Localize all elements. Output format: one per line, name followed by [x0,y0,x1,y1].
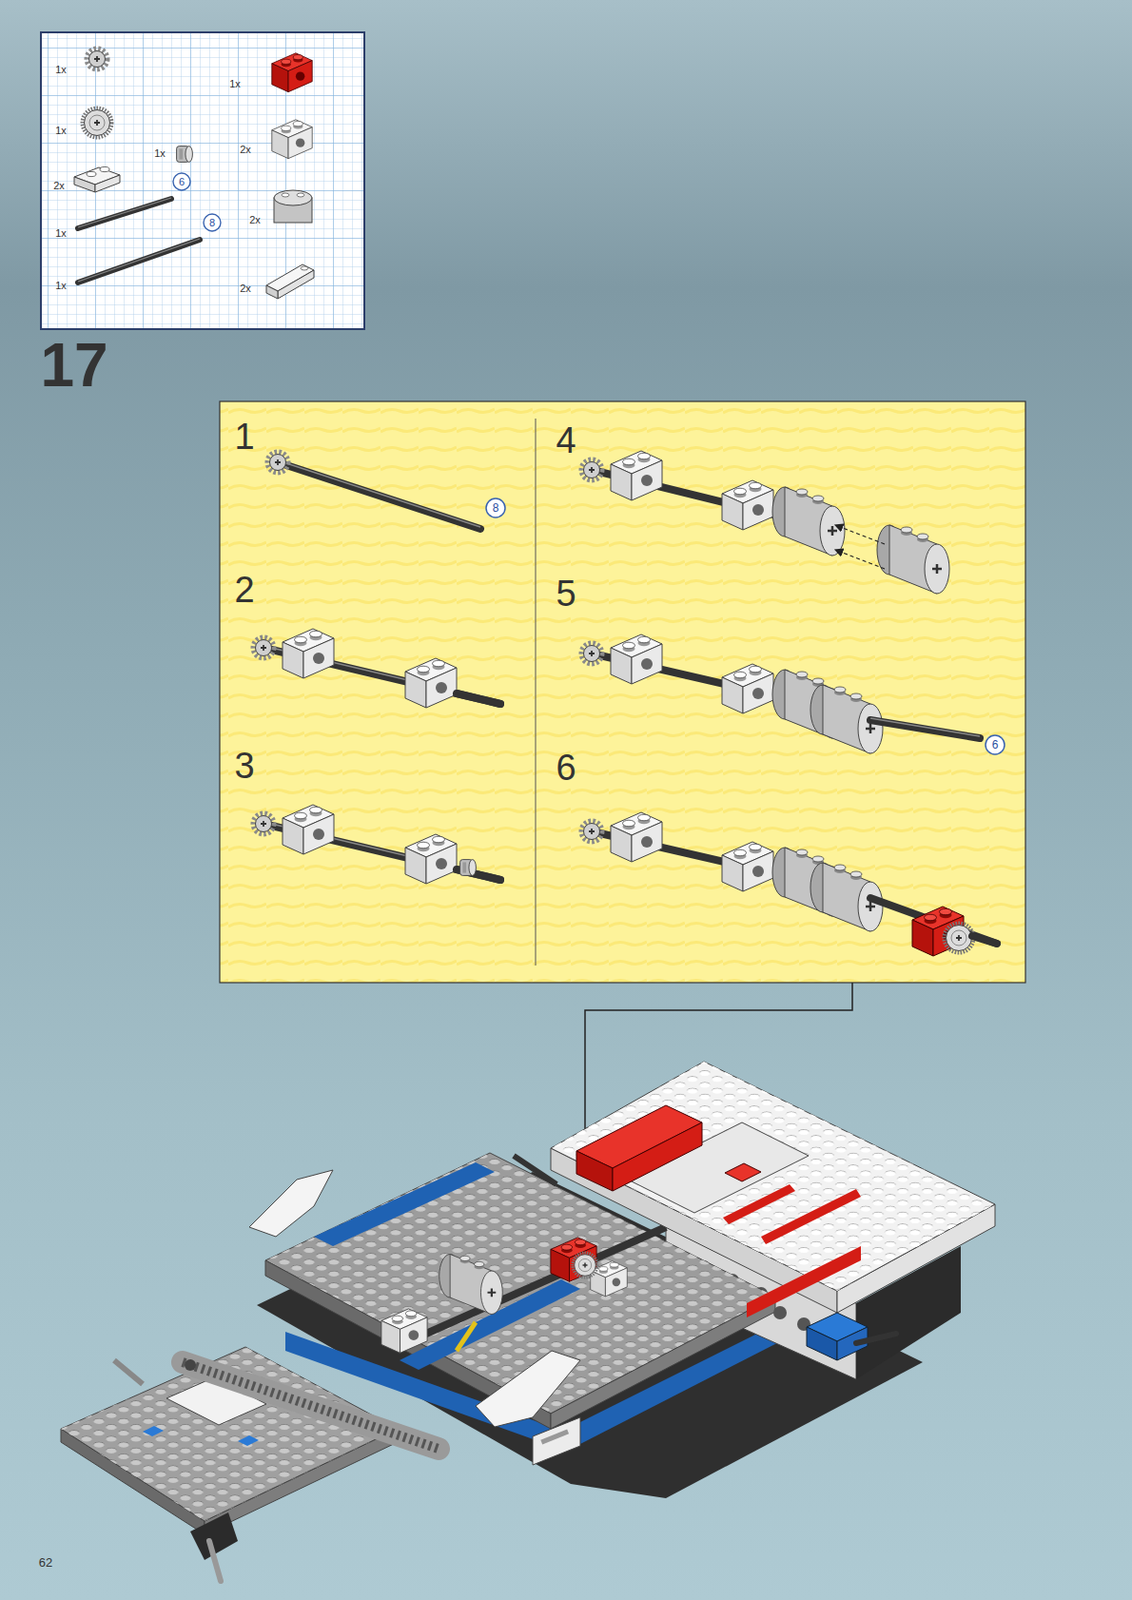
quantity-label: 1x [229,78,241,90]
quantity-label: 1x [55,228,67,239]
callout-number: 6 [992,739,999,751]
axle-8 [78,238,200,283]
red-technic-brick [272,53,313,93]
step-1-assembly [267,451,506,529]
quantity-label: 2x [249,214,261,226]
step-2-assembly [253,628,501,708]
quantity-label: 2x [239,144,252,156]
gear-8-tooth [86,48,108,70]
step-number: 4 [555,422,576,459]
parts-list-box [40,32,365,330]
axle-6 [78,197,172,229]
step-number: 2 [234,571,254,608]
plate-1x2 [74,166,120,193]
step-number: 5 [555,575,576,612]
step-number: 3 [234,747,254,784]
gear-disc [82,108,113,138]
main-step-number: 17 [39,334,108,396]
step-6-assembly [581,812,997,957]
white-technic-brick [272,119,313,159]
callout-circle [203,214,221,232]
quantity-label: 1x [55,125,67,137]
step-number: 6 [555,749,576,786]
quantity-label: 2x [239,283,252,294]
step-4-assembly [581,450,950,594]
quantity-label: 1x [55,280,67,292]
quantity-label: 2x [53,180,65,192]
bush [176,146,194,163]
callout-number: 6 [178,176,185,188]
callout-circle [173,173,191,191]
page-number: 62 [39,1556,53,1569]
sub-assembly-panel [219,401,1026,983]
step-number: 1 [234,418,254,455]
callout-number: 8 [209,217,215,229]
step-5-assembly [581,634,1005,755]
quantity-label: 1x [154,148,166,159]
callout-number: 8 [492,502,500,514]
quantity-label: 1x [55,64,67,76]
round-brick-2x2 [273,190,313,223]
car-model [60,1061,996,1581]
step-3-assembly [253,804,501,884]
white-slope [266,264,314,299]
